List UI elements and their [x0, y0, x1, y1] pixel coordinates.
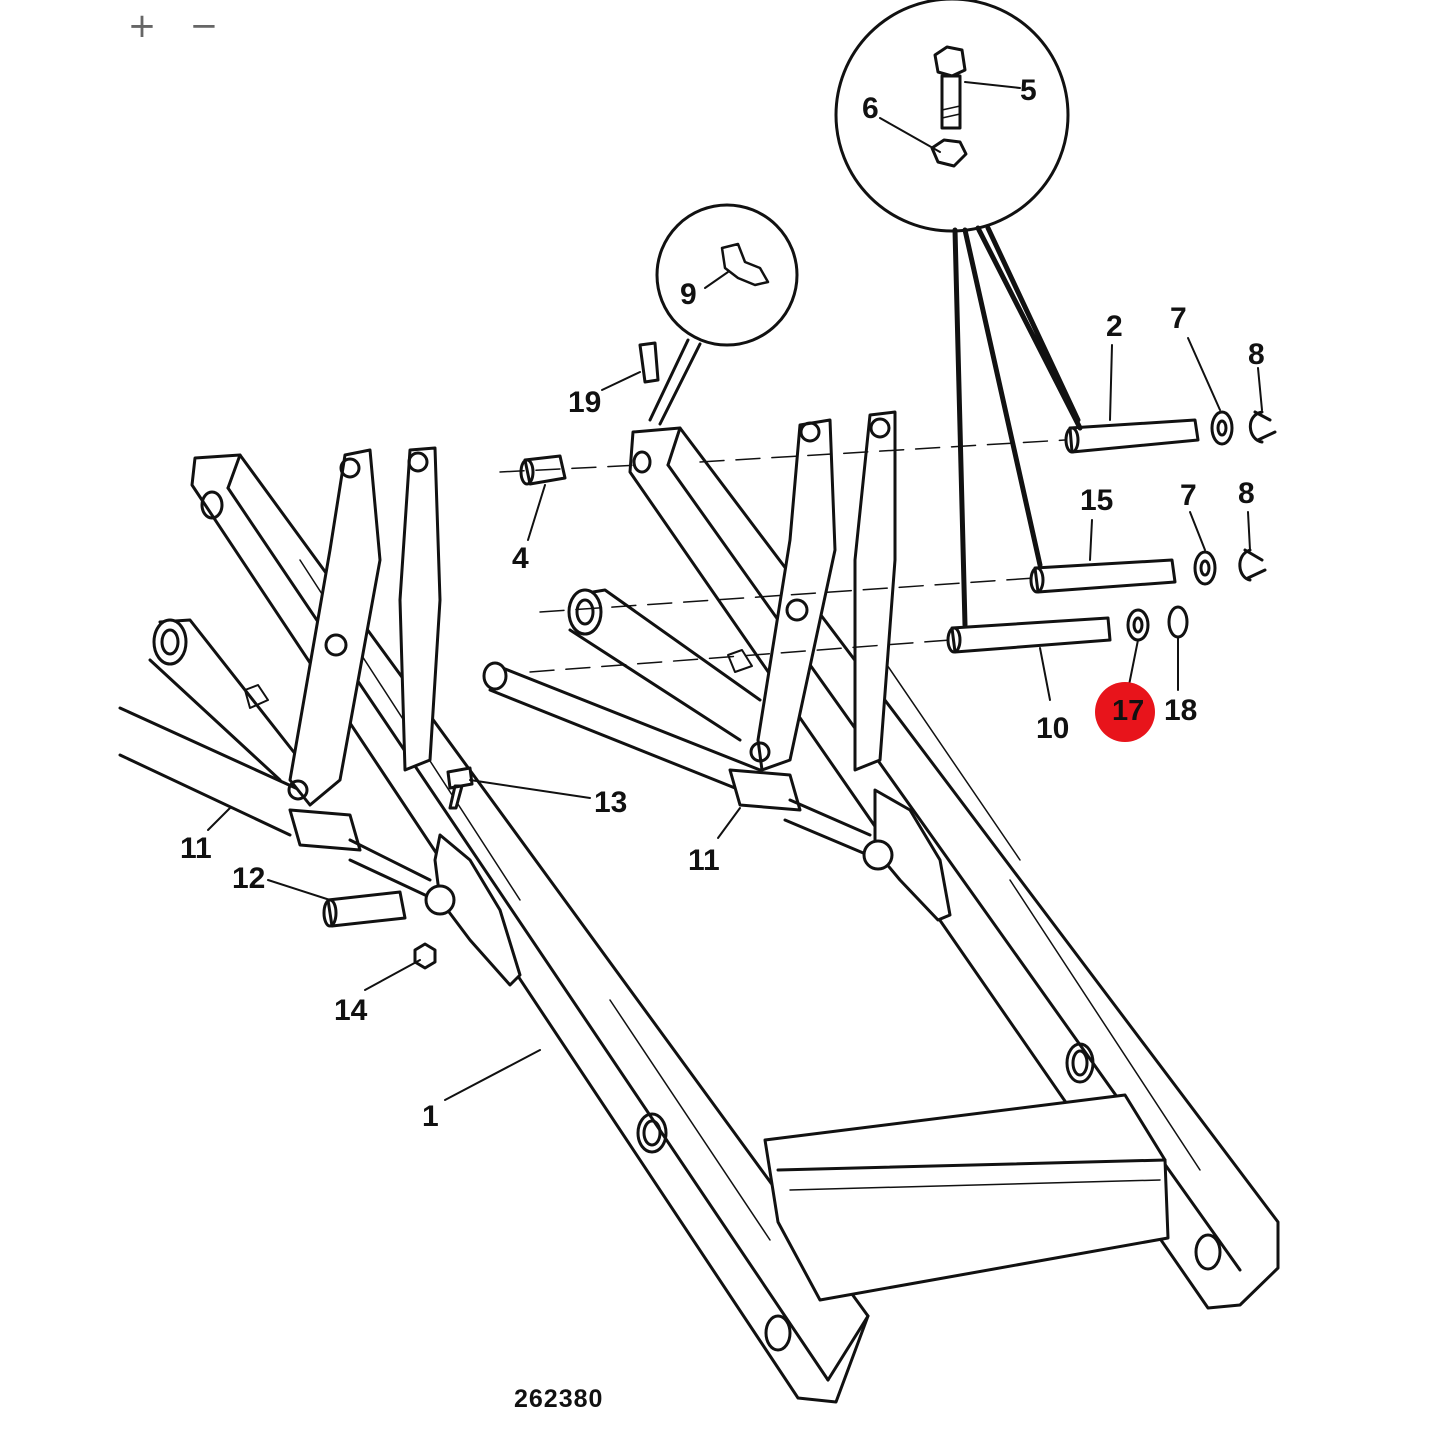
callout-8-lower[interactable]: 8 [1238, 477, 1255, 510]
frame-hole [200, 490, 224, 520]
callout-7-upper[interactable]: 7 [1170, 302, 1187, 335]
callout-11-right[interactable]: 11 [688, 844, 720, 877]
grease-nipple-19 [638, 341, 660, 384]
leader-lines [207, 81, 1263, 1101]
zoom-in-button[interactable]: + [120, 4, 164, 48]
callout-2[interactable]: 2 [1106, 310, 1123, 343]
bolt-13 [446, 766, 474, 810]
alignment-lines [499, 439, 1066, 673]
callout-11-left[interactable]: 11 [180, 832, 212, 865]
detail-circle-5-6 [834, 0, 1083, 628]
callout-1[interactable]: 1 [422, 1100, 439, 1133]
callout-5[interactable]: 5 [1020, 74, 1037, 107]
washer-7-upper [1210, 410, 1234, 446]
washer-7-lower [1193, 550, 1217, 586]
callout-17[interactable]: 17 [1112, 695, 1144, 727]
pin-10 [946, 616, 1112, 654]
callout-14[interactable]: 14 [334, 994, 368, 1027]
clip-8-lower [1238, 548, 1267, 582]
pin-2 [1064, 418, 1200, 454]
callout-8-upper[interactable]: 8 [1248, 338, 1265, 371]
lower-links [118, 588, 762, 837]
zoom-toolbar: + − [120, 4, 226, 48]
rams [288, 661, 872, 897]
drawing-number: 262380 [514, 1385, 603, 1413]
left-link-plates [287, 446, 522, 987]
callout-7-lower[interactable]: 7 [1180, 479, 1197, 512]
callout-12[interactable]: 12 [232, 862, 265, 895]
pin-12 [326, 890, 407, 928]
pin-15 [1029, 558, 1177, 594]
callout-18[interactable]: 18 [1164, 694, 1197, 727]
callout-15[interactable]: 15 [1080, 484, 1113, 517]
washer-17 [1126, 608, 1150, 642]
callout-13[interactable]: 13 [594, 786, 627, 819]
callout-10[interactable]: 10 [1036, 712, 1069, 745]
pins [946, 418, 1200, 654]
callout-9[interactable]: 9 [680, 278, 697, 311]
nut-14 [413, 942, 437, 970]
highlight-marker[interactable] [1095, 682, 1155, 742]
frame-hole [636, 1112, 668, 1154]
callout-4[interactable]: 4 [512, 542, 529, 575]
clip-8-upper [1248, 410, 1277, 444]
frame-hole [1071, 1049, 1089, 1077]
clip-18 [1167, 605, 1189, 639]
callout-6[interactable]: 6 [862, 92, 879, 125]
frame-hole [1194, 1233, 1222, 1271]
frame-hole [642, 1119, 662, 1147]
callout-labels: 5 6 9 19 4 2 7 8 15 7 8 10 17 18 13 11 1… [180, 74, 1265, 1413]
frame-hole [632, 450, 652, 474]
frame-hole [764, 1314, 792, 1352]
frame-hole [1065, 1042, 1095, 1084]
detail-circle-9 [648, 203, 799, 426]
cross-tube [763, 1093, 1170, 1302]
zoom-out-button[interactable]: − [182, 4, 226, 48]
washers-and-clips [1126, 410, 1277, 642]
callout-19[interactable]: 19 [568, 386, 601, 419]
